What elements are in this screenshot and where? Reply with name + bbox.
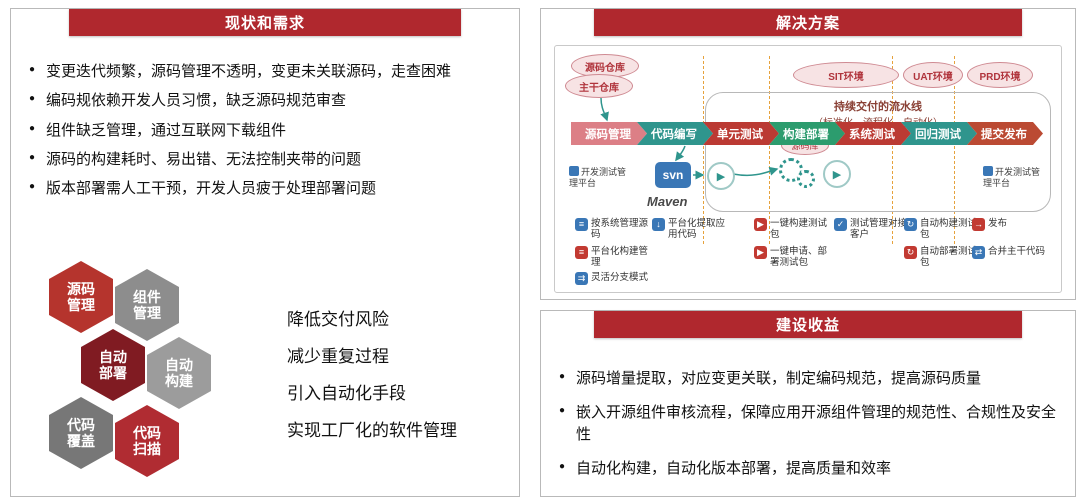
platform-label: 开发测试管理平台 bbox=[983, 167, 1041, 189]
env-uat-ellipse: UAT环境 bbox=[903, 62, 963, 88]
hexagon-label: 自动部署 bbox=[99, 348, 127, 381]
feature-one-click-build-test-package: ▶ 一键构建测试包 bbox=[754, 218, 836, 241]
hexagon-source-management: 源码管理 bbox=[49, 261, 113, 333]
feature-label: 一键构建测试包 bbox=[770, 218, 828, 241]
arrow-right-icon: → bbox=[972, 218, 985, 231]
bullet-item: 组件缺乏管理，通过互联网下载组件 bbox=[29, 121, 505, 141]
stage-divider-line bbox=[703, 56, 704, 244]
list-icon: ≡ bbox=[575, 246, 588, 259]
panel-title: 解决方案 bbox=[594, 9, 1022, 36]
maven-logo: Maven bbox=[647, 194, 688, 209]
goal-item: 引入自动化手段 bbox=[287, 384, 406, 403]
source-repo-ellipse: 源码仓库 bbox=[571, 54, 639, 78]
feature-platform-extract-code: ↓ 平台化提取应用代码 bbox=[652, 218, 734, 241]
feature-label: 按系统管理源码 bbox=[591, 218, 649, 241]
refresh-icon: ↻ bbox=[904, 246, 917, 259]
platform-label: 开发测试管理平台 bbox=[569, 167, 627, 189]
pipeline-stage-row: 源码管理 代码编写 单元测试 构建部署 系统测试 回归测试 提交发布 bbox=[571, 122, 1043, 145]
env-prd-ellipse: PRD环境 bbox=[967, 62, 1033, 88]
goal-item: 实现工厂化的软件管理 bbox=[287, 421, 457, 440]
feature-label: 测试管理对接客户 bbox=[850, 218, 908, 241]
feature-label: 一键申请、部署测试包 bbox=[770, 246, 828, 269]
benefit-bullet-list: 源码增量提取，对应变更关联，制定编码规范，提高源码质量 嵌入开源组件审核流程，保… bbox=[559, 357, 1059, 491]
merge-icon: ⇄ bbox=[972, 246, 985, 259]
hexagon-code-coverage: 代码覆盖 bbox=[49, 397, 113, 469]
continuous-delivery-box: 持续交付的流水线 （标准化、流程化、自动化） bbox=[705, 92, 1051, 212]
refresh-icon: ↻ bbox=[904, 218, 917, 231]
dev-test-platform-left: 开发测试管理平台 bbox=[569, 166, 629, 190]
feature-test-management-integration: ✓ 测试管理对接客户 bbox=[834, 218, 916, 241]
situation-bullet-list: 变更迭代频繁，源码管理不透明，变更未关联源码，走查困难 编码规依赖开发人员习惯，… bbox=[29, 53, 505, 208]
feature-auto-deploy-test-package: ↻ 自动部署测试包 bbox=[904, 246, 986, 269]
pipeline-title: 持续交付的流水线 bbox=[834, 101, 922, 113]
feature-label: 平台化构建管理 bbox=[591, 246, 649, 269]
bullet-item: 自动化构建，自动化版本部署，提高质量和效率 bbox=[559, 458, 1059, 481]
dev-test-platform-right: 开发测试管理平台 bbox=[983, 166, 1043, 190]
pipeline-diagram: 源码仓库 主干仓库 SIT环境 UAT环境 PRD环境 持续交付的流水线 （标准… bbox=[554, 45, 1062, 293]
platform-icon bbox=[569, 166, 579, 176]
feature-platform-build-management: ≡ 平台化构建管理 bbox=[575, 246, 657, 269]
download-icon: ↓ bbox=[652, 218, 665, 231]
stage-build-deploy: 构建部署 bbox=[769, 122, 845, 145]
feature-release: → 发布 bbox=[972, 218, 1007, 231]
panel-title: 建设收益 bbox=[594, 311, 1022, 338]
stage-divider-line bbox=[769, 56, 770, 244]
check-icon: ✓ bbox=[834, 218, 847, 231]
hexagon-label: 代码扫描 bbox=[133, 424, 161, 457]
play-icon: ▶ bbox=[754, 218, 767, 231]
env-sit-ellipse: SIT环境 bbox=[793, 62, 899, 88]
feature-label: 自动部署测试包 bbox=[920, 246, 978, 269]
play-icon: ▶ bbox=[754, 246, 767, 259]
bullet-item: 嵌入开源组件审核流程，保障应用开源组件管理的规范性、合规性及安全性 bbox=[559, 402, 1059, 447]
branch-icon: ⇉ bbox=[575, 272, 588, 285]
hexagon-label: 源码管理 bbox=[67, 280, 95, 313]
stage-system-test: 系统测试 bbox=[835, 122, 911, 145]
run-icon: ▶ bbox=[823, 160, 851, 188]
stage-unit-test: 单元测试 bbox=[703, 122, 779, 145]
bullet-item: 版本部署需人工干预，开发人员疲于处理部署问题 bbox=[29, 179, 505, 199]
hexagon-label: 自动构建 bbox=[165, 356, 193, 389]
capability-hexagon-cluster: 源码管理 组件管理 自动部署 自动构建 代码覆盖 代码扫描 bbox=[47, 255, 267, 493]
panel-benefits: 建设收益 源码增量提取，对应变更关联，制定编码规范，提高源码质量 嵌入开源组件审… bbox=[540, 310, 1076, 497]
goal-item: 降低交付风险 bbox=[287, 310, 389, 329]
bullet-item: 源码的构建耗时、易出错、无法控制夹带的问题 bbox=[29, 150, 505, 170]
run-icon: ▶ bbox=[707, 162, 735, 190]
feature-flexible-branch-mode: ⇉ 灵活分支模式 bbox=[575, 272, 648, 285]
goal-list: 降低交付风险 减少重复过程 引入自动化手段 实现工厂化的软件管理 bbox=[287, 301, 457, 449]
feature-label: 自动构建测试包 bbox=[920, 218, 978, 241]
hexagon-label: 组件管理 bbox=[133, 288, 161, 321]
feature-auto-build-test-package: ↻ 自动构建测试包 bbox=[904, 218, 986, 241]
feature-label: 平台化提取应用代码 bbox=[668, 218, 726, 241]
bullet-item: 变更迭代频繁，源码管理不透明，变更未关联源码，走查困难 bbox=[29, 62, 505, 82]
stage-divider-line bbox=[892, 56, 893, 244]
feature-manage-source-by-system: ≡ 按系统管理源码 bbox=[575, 218, 657, 241]
hexagon-component-management: 组件管理 bbox=[115, 269, 179, 341]
hexagon-label: 代码覆盖 bbox=[67, 416, 95, 449]
feature-label: 灵活分支模式 bbox=[591, 272, 649, 283]
trunk-repo-ellipse: 主干仓库 bbox=[565, 74, 633, 98]
goal-item: 减少重复过程 bbox=[287, 347, 389, 366]
hexagon-auto-deploy: 自动部署 bbox=[81, 329, 145, 401]
feature-merge-trunk-code: ⇄ 合并主干代码 bbox=[972, 246, 1045, 259]
stage-release: 提交发布 bbox=[967, 122, 1043, 145]
stage-divider-line bbox=[954, 56, 955, 244]
feature-one-click-apply-deploy: ▶ 一键申请、部署测试包 bbox=[754, 246, 836, 269]
stage-regression-test: 回归测试 bbox=[901, 122, 977, 145]
feature-label: 发布 bbox=[988, 218, 1008, 229]
platform-icon bbox=[983, 166, 993, 176]
hexagon-auto-build: 自动构建 bbox=[147, 337, 211, 409]
hexagon-code-scan: 代码扫描 bbox=[115, 405, 179, 477]
svn-logo: svn bbox=[655, 162, 691, 188]
bullet-item: 源码增量提取，对应变更关联，制定编码规范，提高源码质量 bbox=[559, 368, 1059, 391]
gear-icon bbox=[797, 170, 815, 188]
stage-coding: 代码编写 bbox=[637, 122, 713, 145]
feature-label: 合并主干代码 bbox=[988, 246, 1046, 257]
panel-title: 现状和需求 bbox=[69, 9, 461, 36]
stage-source-management: 源码管理 bbox=[571, 122, 647, 145]
list-icon: ≡ bbox=[575, 218, 588, 231]
bullet-item: 编码规依赖开发人员习惯，缺乏源码规范审查 bbox=[29, 91, 505, 111]
panel-solution: 解决方案 源码仓库 主干仓库 SIT环境 UAT环境 PRD环境 持续交付的流水… bbox=[540, 8, 1076, 300]
panel-current-situation: 现状和需求 变更迭代频繁，源码管理不透明，变更未关联源码，走查困难 编码规依赖开… bbox=[10, 8, 520, 497]
